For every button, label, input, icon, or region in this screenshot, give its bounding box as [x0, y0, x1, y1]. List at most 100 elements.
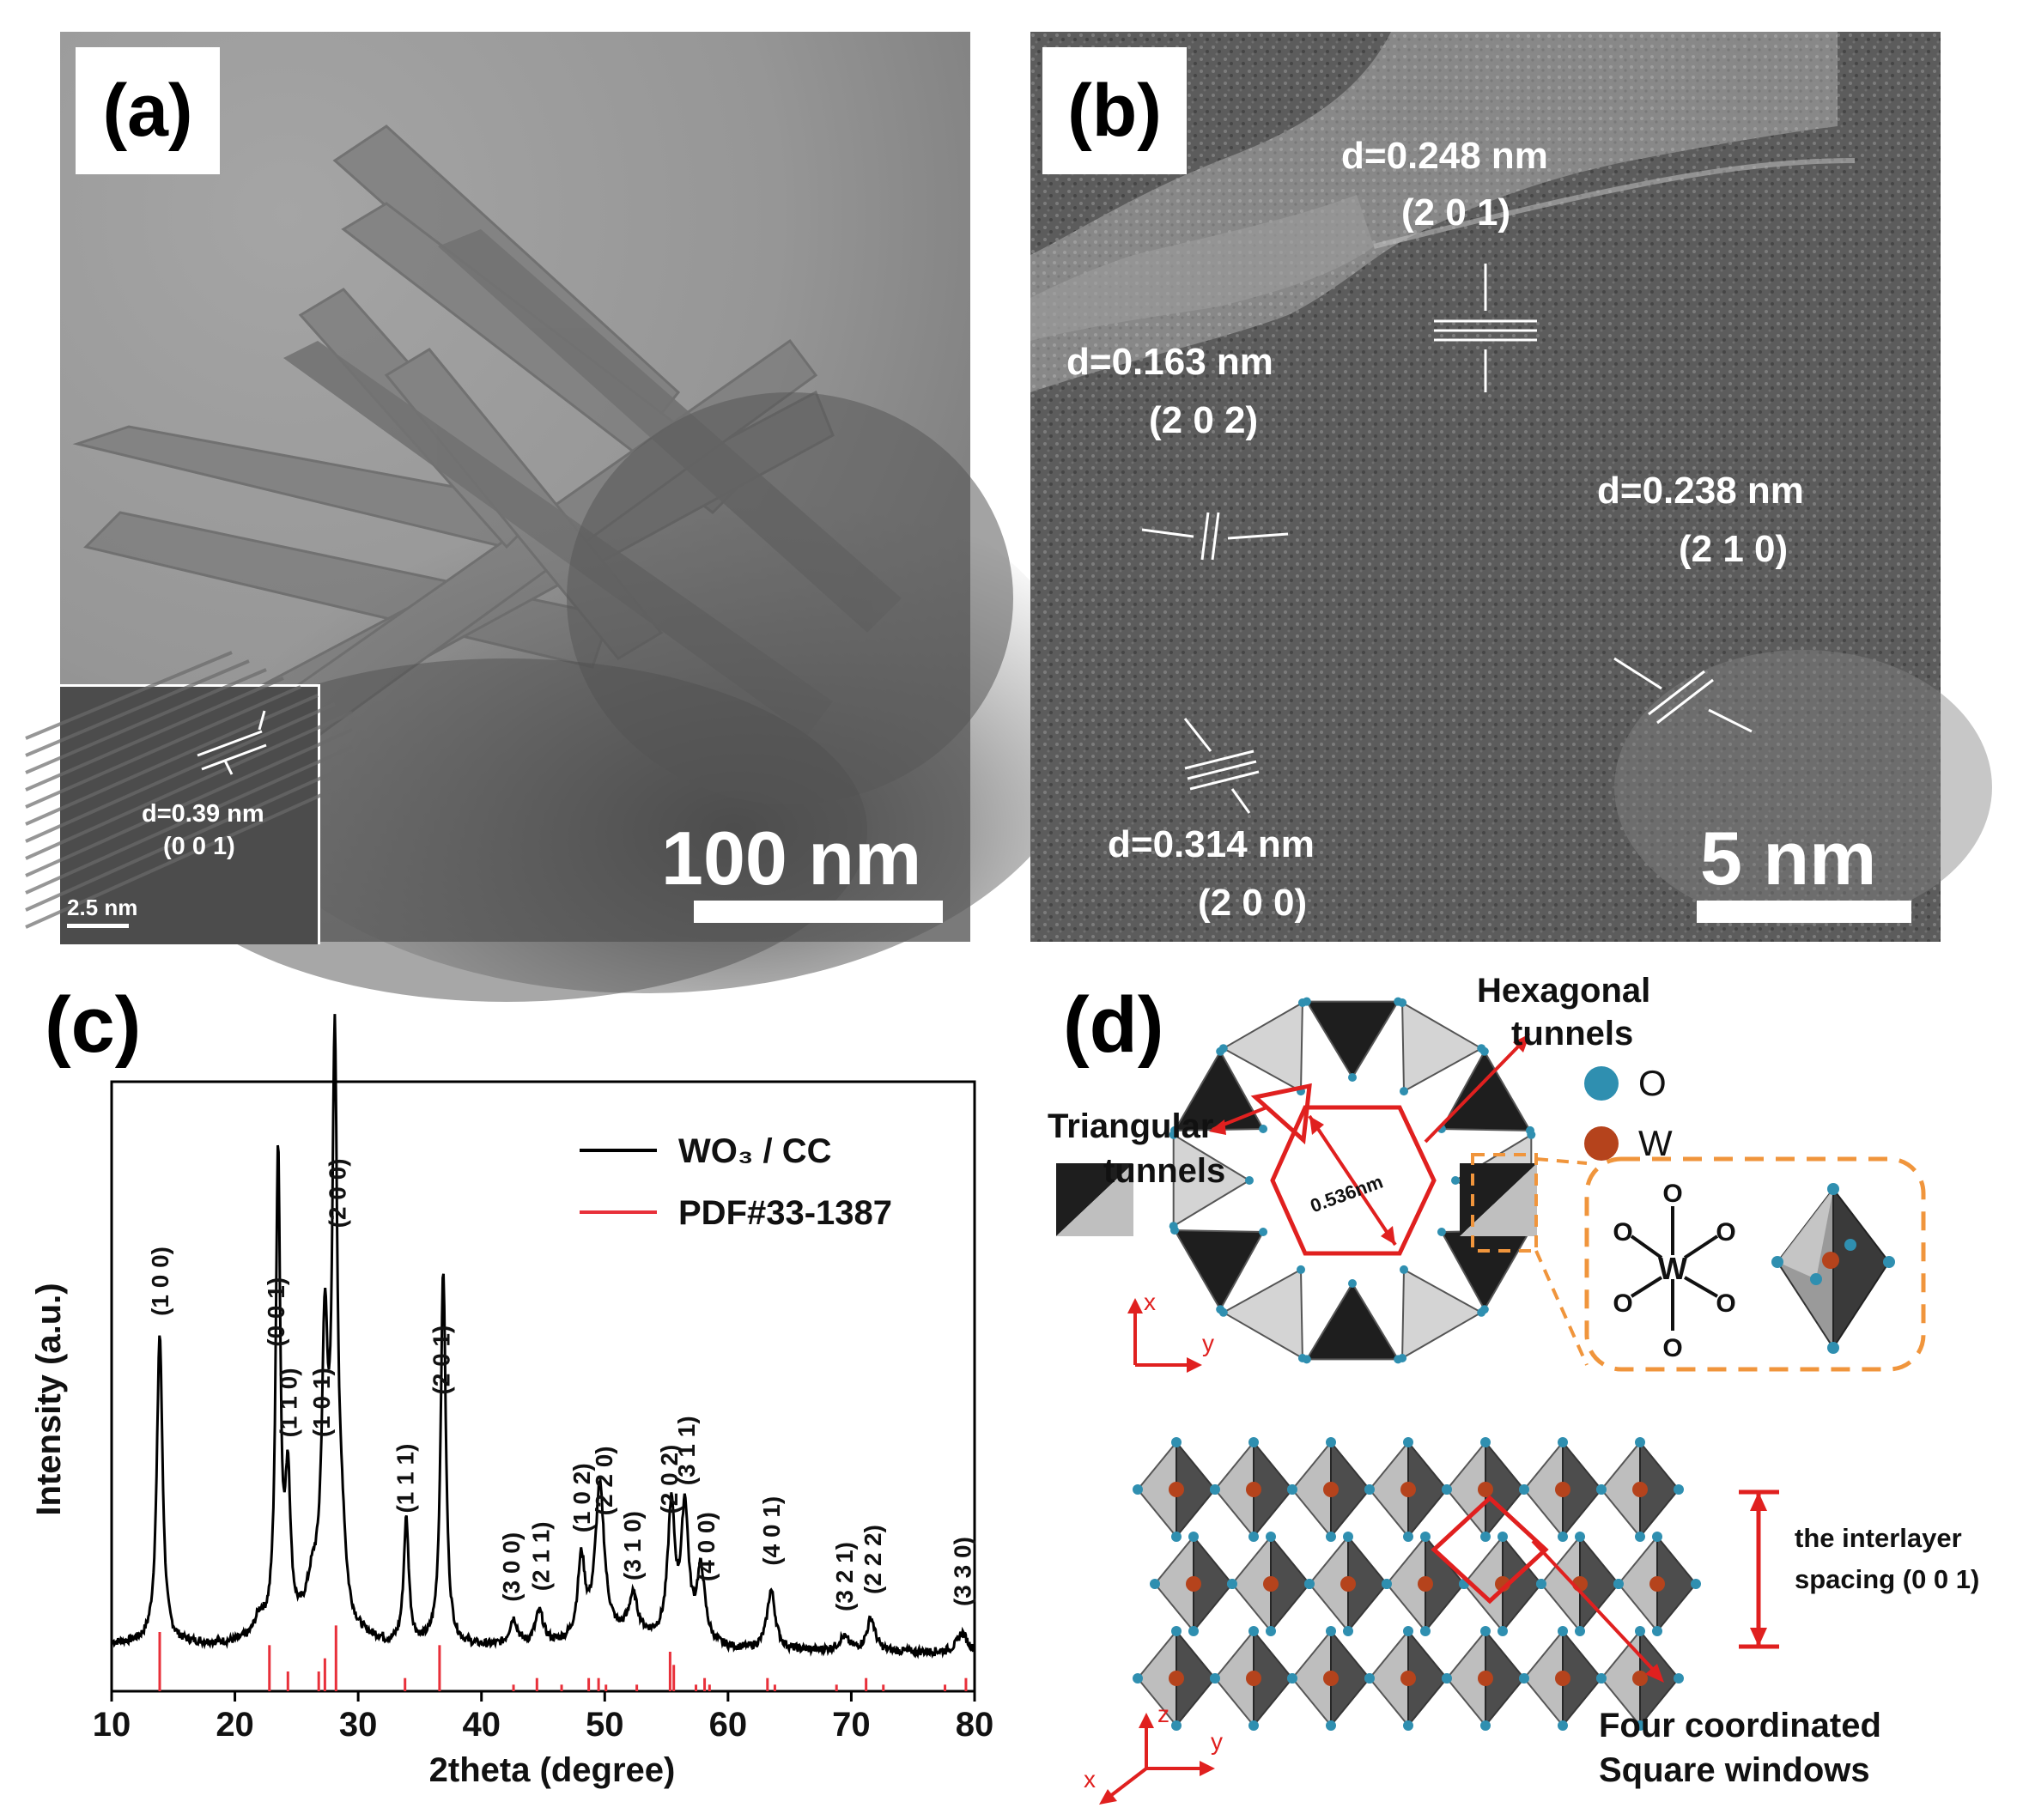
oxygen-atom	[1437, 1228, 1446, 1236]
oxygen-atom	[1169, 1125, 1179, 1135]
oxygen-atom	[1171, 1720, 1182, 1731]
callout-link-2	[1534, 1250, 1589, 1366]
oxygen-atom	[1442, 1673, 1452, 1684]
inset-lattice-fringes	[25, 651, 353, 944]
tungsten-atom	[1246, 1482, 1261, 1497]
oxygen-atom	[1400, 1087, 1408, 1096]
axis-bottom-y-label: y	[1211, 1728, 1223, 1755]
square-window-pointer-head	[1645, 1664, 1664, 1683]
hrtem-crystal-image	[1030, 32, 1992, 942]
tungsten-atom	[1632, 1482, 1648, 1497]
oxygen-atom	[1326, 1626, 1336, 1636]
oxygen-atom	[1248, 1626, 1259, 1636]
peak-hkl-label: (1 0 1)	[308, 1368, 335, 1437]
peak-hkl-label: (3 1 0)	[619, 1511, 646, 1580]
peak-hkl-label: (1 0 0)	[147, 1247, 173, 1316]
octahedron-face	[1172, 1133, 1251, 1228]
tungsten-atom	[1418, 1576, 1433, 1592]
oxygen-atom	[1150, 1579, 1160, 1589]
oxygen-atom	[1635, 1437, 1645, 1447]
octahedron-face	[1221, 1001, 1303, 1093]
oxygen-atom	[1652, 1532, 1662, 1542]
fringe-210-d: d=0.238 nm	[1597, 470, 1804, 512]
axis-bottom-x-head	[1099, 1789, 1117, 1805]
panel-a-scale-text: 100 nm	[661, 816, 922, 901]
oxygen-atom	[1216, 1305, 1225, 1314]
oxygen-atom	[1348, 1073, 1357, 1082]
oxygen-atom	[1575, 1532, 1585, 1542]
oxygen-atom	[1403, 1437, 1413, 1447]
wo6-o-upper-left: O	[1613, 1218, 1632, 1247]
oxygen-atom	[1343, 1532, 1353, 1542]
panel-b-scale-bar	[1697, 901, 1911, 923]
hexagonal-wo3-structure-side: z y x	[1084, 1437, 1779, 1805]
tungsten-atom	[1632, 1671, 1648, 1686]
peak-hkl-label: (3 3 0)	[950, 1537, 976, 1606]
hexagonal-tunnel-outline	[1270, 1105, 1437, 1256]
wo6-o-top: O	[1662, 1180, 1682, 1208]
peak-hkl-label: (3 1 1)	[673, 1416, 700, 1485]
panel-a-scale-bar	[694, 901, 943, 923]
axis-bottom-x-label: x	[1084, 1766, 1096, 1793]
tungsten-atom	[1400, 1482, 1416, 1497]
oxygen-atom	[1326, 1437, 1336, 1447]
axis-bottom-z-label: z	[1157, 1701, 1169, 1727]
panel-d-label: (d)	[1063, 981, 1164, 1069]
oxygen-atom	[1364, 1484, 1375, 1495]
wo6-w-atom: W	[1658, 1251, 1687, 1286]
triangular-tunnels-line2: tunnels	[1103, 1152, 1226, 1190]
nanorod-bundle-image	[60, 32, 1090, 1002]
oxygen-atom	[1133, 1484, 1143, 1495]
wo6-o-upper-right: O	[1716, 1218, 1735, 1247]
wo6-callout-box	[1584, 1156, 1926, 1372]
hex-tunnel-pointer	[1424, 1039, 1526, 1144]
oxygen-atom	[1259, 1125, 1268, 1133]
peak-hkl-label: (2 0 0)	[325, 1158, 351, 1228]
oxygen-atom	[1364, 1673, 1375, 1684]
panel-c-label: (c)	[45, 981, 142, 1069]
distance-arrow-head-1	[1309, 1116, 1324, 1135]
x-axis-title: 2theta (degree)	[429, 1751, 676, 1789]
fringe-201-d: d=0.248 nm	[1341, 135, 1548, 177]
legend-w-atom	[1584, 1126, 1619, 1161]
wo6-o-lower-left: O	[1613, 1289, 1632, 1318]
tungsten-atom	[1263, 1576, 1279, 1592]
tri-pointer-head	[1209, 1119, 1226, 1135]
x-tick-label: 20	[216, 1706, 254, 1744]
wo6-o-lower-right: O	[1716, 1289, 1735, 1318]
oxygen-atom	[1451, 1176, 1460, 1185]
hexagonal-wo3-structure-top: 0.536nm x y W O O O O O O O W	[1056, 997, 1926, 1373]
peak-hkl-label: (4 0 0)	[693, 1512, 720, 1581]
oxygen-atom	[1519, 1673, 1529, 1684]
oxygen-atom	[1691, 1579, 1701, 1589]
tungsten-atom	[1169, 1671, 1184, 1686]
oxygen-atom	[1266, 1532, 1276, 1542]
oxygen-atom	[1248, 1532, 1259, 1542]
x-tick-label: 60	[709, 1706, 748, 1744]
inset-scale-text: 2.5 nm	[67, 895, 138, 920]
axis-top-x-head	[1127, 1298, 1143, 1313]
legend-o-label: O	[1638, 1063, 1667, 1103]
axis-top-y-head	[1187, 1357, 1202, 1373]
axis-top-y-label: y	[1202, 1330, 1214, 1356]
fringe-200-hkl: (2 0 0)	[1198, 882, 1308, 924]
panel-b-label: (b)	[1042, 47, 1187, 174]
tungsten-atom	[1478, 1671, 1493, 1686]
inset-hkl: (0 0 1)	[163, 833, 235, 860]
oxygen-atom	[1248, 1437, 1259, 1447]
oxygen-atom	[1635, 1720, 1645, 1731]
oxygen-atom	[1171, 1532, 1182, 1542]
octahedron-face	[1460, 1163, 1537, 1236]
axis-bottom-z-head	[1139, 1713, 1154, 1728]
tungsten-atom	[1340, 1576, 1356, 1592]
panel-a-tem-image: (a) d=0.39 nm (0 0 1) 2.5 nm 100 nm	[25, 32, 1090, 1002]
xrd-pattern-line	[112, 1014, 975, 1659]
panel-a-label: (a)	[76, 47, 220, 174]
peak-hkl-label: (4 0 1)	[758, 1496, 785, 1566]
tungsten-atom	[1246, 1671, 1261, 1686]
octahedron-face	[1305, 1000, 1400, 1079]
wo6-schematic	[1630, 1206, 1719, 1331]
inset-scale-bar	[67, 924, 129, 928]
hexagonal-tunnels-line2: tunnels	[1511, 1015, 1634, 1053]
oxygen-atom	[1403, 1532, 1413, 1542]
